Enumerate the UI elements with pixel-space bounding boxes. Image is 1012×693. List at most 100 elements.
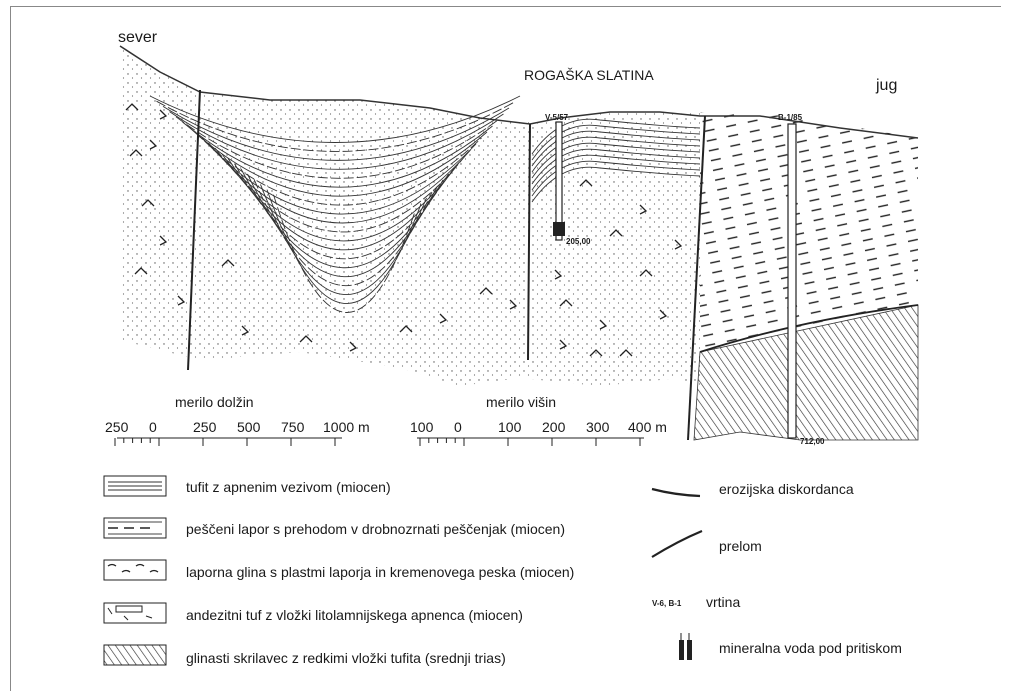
tuff-symbol [125,103,139,111]
tuff-symbol [439,313,448,324]
legend-item-clay: laporna glina s plastmi laporja in kreme… [103,559,574,581]
tuff-symbol [141,199,155,207]
tuff-symbol [159,235,168,246]
syncline-layers [149,95,521,313]
tuff-symbol [579,179,593,187]
scale-tick-label: 200 [542,419,566,435]
length-scale: merilo dolžin 250 0 250 500 750 1000 m [105,394,370,446]
anticline-layer [531,160,701,197]
tuff-symbol [509,299,518,310]
legend-units: tufit z apnenim vezivom (miocen) peščeni… [103,475,574,666]
legend-label-well: vrtina [706,594,740,610]
scale-tick-label: 750 [281,419,305,435]
erosion-line-icon [651,487,701,498]
tuff-symbol [554,269,563,280]
tuff-symbol [619,349,633,357]
legend-label-erosion: erozijska diskordanca [719,481,854,497]
legend-item-marl: peščeni lapor s prehodom v drobnozrnati … [103,517,565,539]
scale-tick-label: 250 [193,419,217,435]
syncline-layer [266,189,422,304]
legend-item-well: V-6, B-1 vrtina [652,594,740,610]
scale-tick-label: 100 [410,419,434,435]
tuff-symbol [299,335,313,343]
legend-item-erosion: erozijska diskordanca [651,481,854,498]
anticline-layer [531,148,701,185]
tuff-symbol [559,299,573,307]
scale-tick-label: 300 [586,419,610,435]
tuff-symbol [149,139,158,150]
well1-depth-label: 205,00 [566,237,591,246]
legend-item-tufite: tufit z apnenim vezivom (miocen) [103,475,391,497]
well-icon: V-6, B-1 [652,599,682,608]
anticline-layer [531,130,701,167]
anticline-layer [531,142,701,179]
syncline-layer [273,194,416,313]
tuff-symbol [241,325,250,336]
mineral-water-icon [679,633,692,660]
tuff-symbol [479,287,493,295]
scale-tick-label: 250 [105,419,129,435]
legend-symbols: erozijska diskordanca prelom V-6, B-1 vr… [651,481,902,660]
syncline-layer [156,100,515,152]
syncline-layer [188,126,488,197]
fault-line-1 [187,89,201,371]
well2-label: B-1/85 [778,113,803,122]
legend-label-tufite: tufit z apnenim vezivom (miocen) [186,479,391,495]
anticline-layer [531,124,701,161]
syncline-layer [201,137,477,215]
syncline-layer [234,163,449,260]
legend-item-shale: glinasti skrilavec z redkimi vložki tufi… [103,644,506,666]
figure-frame [10,6,1001,691]
tuff-symbol [599,319,608,330]
legend-label-marl: peščeni lapor s prehodom v drobnozrnati … [186,521,565,537]
tuff-symbol [559,339,568,350]
north-label: sever [118,29,158,46]
tuff-symbol [129,149,143,157]
legend-item-mineral-water: mineralna voda pod pritiskom [679,633,902,660]
tuff-symbol [639,269,653,277]
syncline-layer [182,121,493,188]
syncline-layer [175,116,499,179]
legend-label-clay: laporna glina s plastmi laporja in kreme… [186,564,574,580]
andesite-tuff-symbols [125,103,683,357]
tuff-symbol [639,204,648,215]
anticline-layer [531,136,701,173]
tuff-symbol [399,325,413,333]
scale-tick-label: 1000 m [323,419,370,435]
tuff-symbol [177,295,186,306]
marl-block [700,112,918,352]
tuff-symbol [221,259,235,267]
fault-line-icon [651,529,703,558]
scale-tick-label: 0 [149,419,157,435]
well1-label: V-5/57 [545,113,569,122]
tuff-symbol [659,309,668,320]
fault-line-3 [687,115,706,441]
legend-item-fault: prelom [651,529,762,558]
tuff-symbol [134,267,148,275]
well-borehole-1 [555,121,563,241]
tuff-symbol [349,341,358,352]
syncline-layer [162,106,510,161]
tuff-symbol [589,349,603,357]
tuff-symbol [674,239,683,250]
mineral-water-marker-1 [553,222,565,236]
scale-tick-label: 500 [237,419,261,435]
legend-label-mineral-water: mineralna voda pod pritiskom [719,640,902,656]
legend-item-andesite: andezitni tuf z vložki litolamnijskega a… [103,602,523,624]
scale-tick-label: 0 [454,419,462,435]
scale-tick-label: 400 m [628,419,667,435]
well-borehole-2 [787,123,797,439]
erosion-discordance-line [699,304,919,353]
anticline-layers [531,118,701,203]
south-label: jug [875,77,897,94]
anticline-layer [531,118,701,155]
legend-label-shale: glinasti skrilavec z redkimi vložki tufi… [186,650,506,666]
length-scale-title: merilo dolžin [175,394,254,410]
town-label: ROGAŠKA SLATINA [524,67,654,83]
legend-label-andesite: andezitni tuf z vložki litolamnijskega a… [186,607,523,623]
legend-label-fault: prelom [719,538,762,554]
tuff-symbol [609,229,623,237]
syncline-layer [195,132,482,206]
